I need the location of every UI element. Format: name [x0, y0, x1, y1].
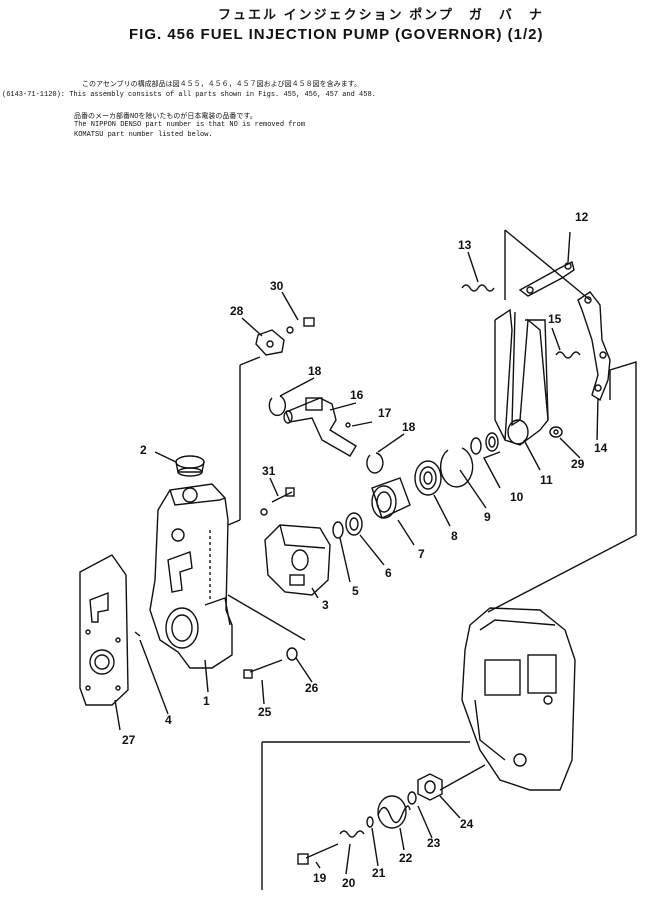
callout-7: 7: [418, 547, 425, 561]
callout-25: 25: [258, 705, 272, 719]
callout-26: 26: [305, 681, 319, 695]
callout-8: 8: [451, 529, 458, 543]
figure-title: FIG. 456 FUEL INJECTION PUMP (GOVERNOR) …: [129, 26, 544, 43]
bolt-19: [297, 843, 339, 865]
callout-20: 20: [342, 876, 356, 890]
callout-29: 29: [571, 457, 585, 471]
note-denso-2: KOMATSU part number listed below.: [74, 131, 213, 139]
callout-16: 16: [350, 388, 364, 402]
lever-12: [518, 260, 575, 297]
spring-13: [461, 284, 495, 292]
callout-13: 13: [458, 238, 472, 252]
plug-cap: [175, 455, 205, 477]
callout-12: 12: [575, 210, 589, 224]
note-japanese-1: このアセンブリの構成部品は図４５５，４５６，４５７図および図４５８図を含みます。: [82, 81, 361, 89]
snap-ring-9: [439, 447, 474, 488]
snap-ring-18b: [366, 452, 384, 474]
callout-27: 27: [122, 733, 136, 747]
callout-24: 24: [460, 817, 474, 831]
callout-22: 22: [399, 851, 413, 865]
nut-29: [549, 426, 563, 438]
bolt-30: [286, 317, 315, 334]
bracket-28: [255, 329, 285, 356]
gasket-plate: [79, 554, 129, 706]
callout-2: 2: [140, 443, 147, 457]
snap-ring-18a: [268, 395, 287, 417]
bolt-31: [260, 487, 295, 516]
callout-28: 28: [230, 304, 244, 318]
bolt-25: [243, 659, 283, 679]
spring-20: [339, 830, 365, 838]
note-denso-1: The NIPPON DENSO part number is that NO …: [74, 121, 306, 129]
callout-30: 30: [270, 279, 284, 293]
callout-31: 31: [262, 464, 276, 478]
pin-4: [134, 631, 141, 637]
sleeve-7: [371, 477, 411, 519]
figure-title-japanese: フュエル インジェクション ポンプ ガ バ ナ: [218, 7, 544, 22]
bearing-8: [414, 460, 442, 496]
callout-11: 11: [540, 473, 553, 487]
cover-housing: [461, 607, 576, 791]
callout-14: 14: [594, 441, 608, 455]
callout-5: 5: [352, 584, 359, 598]
callout-15: 15: [548, 312, 562, 326]
callout-4: 4: [165, 713, 172, 727]
lever-assembly: [494, 308, 549, 446]
callout-23: 23: [427, 836, 441, 850]
flyweight: [264, 524, 331, 596]
callout-9: 9: [484, 510, 491, 524]
spring-22: [377, 795, 411, 829]
note-japanese-2: 品番のメーカ部番NOを除いたものが日本電装の品番です。: [74, 113, 257, 121]
washer-26: [286, 647, 298, 661]
callout-18-lower: 18: [402, 420, 416, 434]
washers-10: [470, 432, 499, 455]
note-assembly: (6143-71-1120): This assembly consists o…: [2, 91, 376, 99]
callout-6: 6: [385, 566, 392, 580]
pin-17: [345, 422, 351, 428]
callout-17: 17: [378, 406, 392, 420]
washer-23: [407, 791, 417, 805]
callout-18-upper: 18: [308, 364, 322, 378]
bearing-6: [345, 512, 363, 536]
callout-1: 1: [203, 694, 210, 708]
washer-5: [332, 521, 344, 539]
spring-15: [555, 351, 581, 359]
arm-14: [577, 291, 611, 402]
callout-21: 21: [372, 866, 386, 880]
governor-housing: [149, 483, 233, 669]
callout-10: 10: [510, 490, 524, 504]
callout-19: 19: [313, 871, 327, 885]
nut-24: [417, 773, 443, 801]
callout-3: 3: [322, 598, 329, 612]
shaft-16: [283, 397, 357, 457]
washer-21: [366, 816, 374, 828]
